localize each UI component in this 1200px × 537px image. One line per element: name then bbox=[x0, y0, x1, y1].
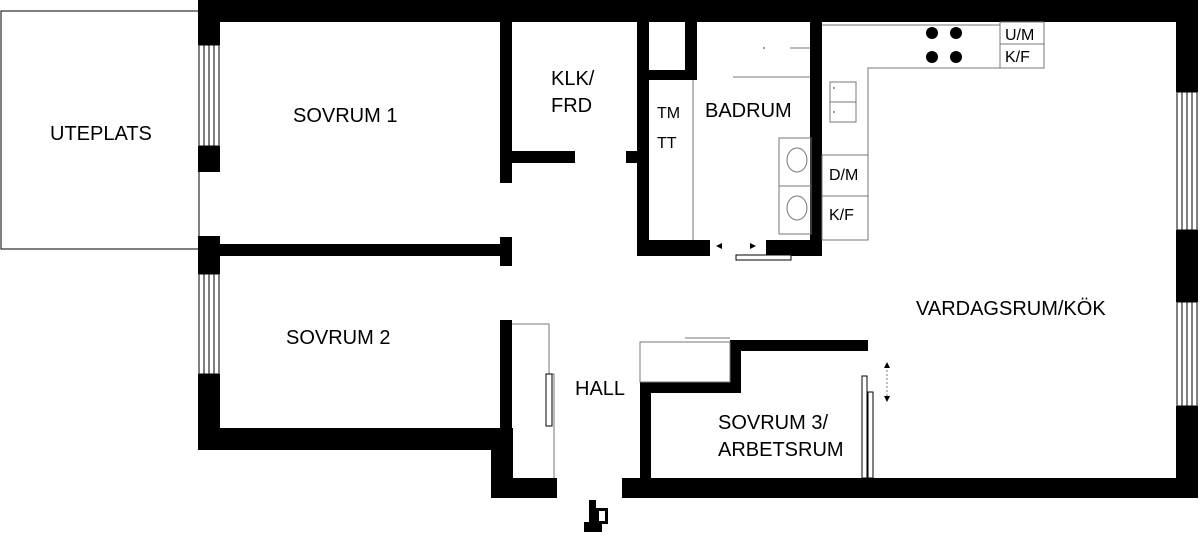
appliance-label-um: U/M bbox=[1005, 27, 1034, 44]
interior-walls bbox=[218, 20, 868, 482]
appliance-label-kf-bottom: K/F bbox=[829, 207, 854, 224]
hall-wardrobe bbox=[512, 323, 555, 478]
window-living-lower bbox=[1176, 301, 1198, 407]
room-label-tm: TM bbox=[657, 105, 680, 122]
bathroom-sliding-door bbox=[735, 254, 792, 261]
window-sovrum1 bbox=[198, 44, 220, 147]
burner-icon bbox=[950, 27, 962, 39]
room-label-vardagsrum: VARDAGSRUM/KÖK bbox=[916, 298, 1106, 320]
room-label-sovrum2: SOVRUM 2 bbox=[286, 327, 390, 349]
burner-icon bbox=[950, 51, 962, 63]
room-label-frd: FRD bbox=[551, 95, 592, 117]
room-label-uteplats: UTEPLATS bbox=[50, 123, 152, 145]
sovrum3-sliding-door bbox=[861, 375, 868, 479]
sink-1 bbox=[786, 147, 808, 173]
appliance-label-kf-top: K/F bbox=[1005, 49, 1030, 66]
window-sovrum2 bbox=[198, 273, 220, 375]
arrow-down-icon bbox=[884, 396, 890, 402]
kitchen-counter bbox=[821, 21, 1045, 241]
entrance-hand-icon bbox=[584, 500, 608, 532]
sink-2 bbox=[786, 195, 808, 221]
room-label-hall: HALL bbox=[575, 378, 625, 400]
arrow-up-icon bbox=[884, 362, 890, 368]
burner-icon bbox=[926, 27, 938, 39]
outer-walls bbox=[198, 0, 1198, 498]
room-label-klk: KLK/ bbox=[551, 68, 595, 90]
stove bbox=[926, 27, 962, 63]
sovrum3-wardrobe bbox=[639, 337, 731, 383]
room-label-arbetsrum: ARBETSRUM bbox=[718, 439, 844, 461]
room-label-sovrum1: SOVRUM 1 bbox=[293, 105, 397, 127]
room-label-badrum: BADRUM bbox=[705, 100, 792, 122]
arrow-left-icon bbox=[716, 243, 722, 249]
burner-icon bbox=[926, 51, 938, 63]
room-label-tt: TT bbox=[657, 135, 677, 152]
patio-outline bbox=[0, 10, 200, 250]
window-living-upper bbox=[1176, 91, 1198, 231]
room-label-sovrum3: SOVRUM 3/ bbox=[718, 412, 828, 434]
appliance-label-dm: D/M bbox=[829, 167, 858, 184]
arrow-right-icon bbox=[750, 243, 756, 249]
